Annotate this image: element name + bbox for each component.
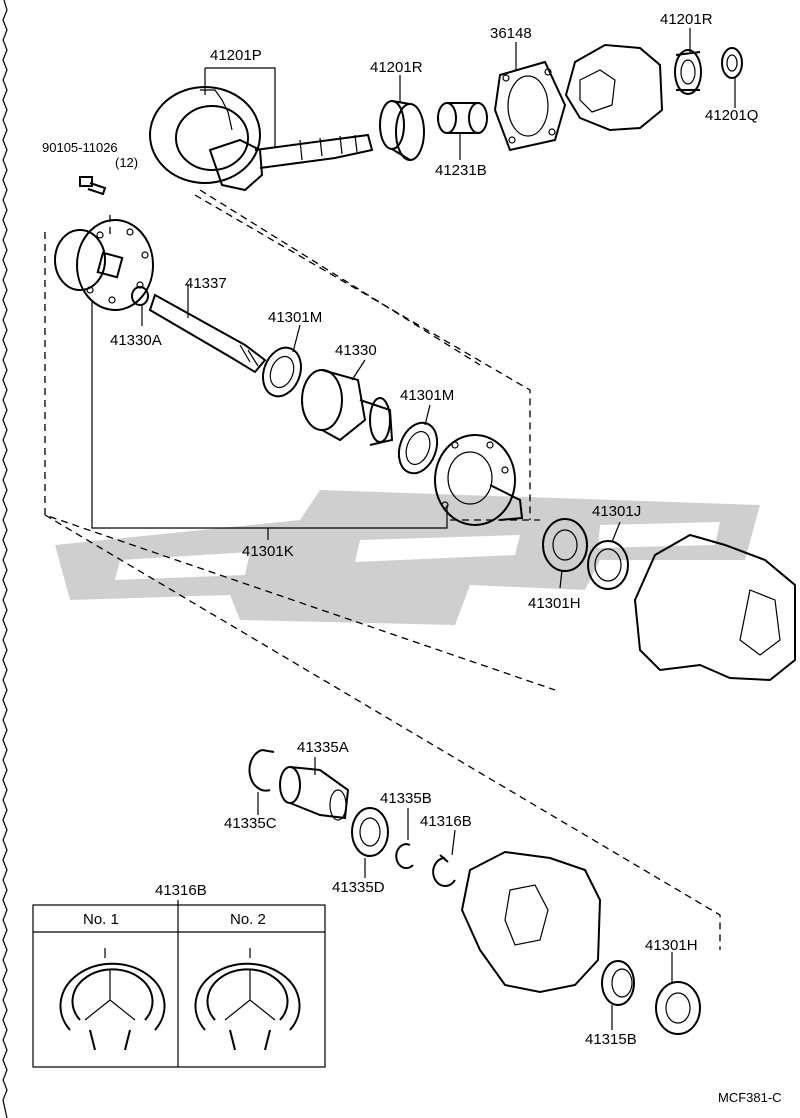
bearing-part-d	[351, 807, 389, 857]
part-label-41301H-middle: 41301H	[528, 595, 581, 612]
thrust-washer-part-b	[397, 421, 439, 475]
part-label-41335C: 41335C	[224, 815, 277, 832]
variant-label-no1: No. 1	[83, 911, 119, 928]
snap-ring-variant-no1	[59, 948, 166, 1051]
part-label-41330A: 41330A	[110, 332, 162, 349]
part-label-bolt-qty: (12)	[115, 155, 138, 170]
part-label-41301H-lower: 41301H	[645, 937, 698, 954]
leader-lines	[141, 28, 736, 1030]
part-label-bolt: 90105-11026	[42, 140, 118, 155]
plug-part	[601, 960, 635, 1006]
part-label-41201R-right: 41201R	[660, 11, 713, 28]
part-label-41301M-a: 41301M	[268, 309, 322, 326]
torn-page-edge	[2, 0, 8, 1118]
part-label-41330: 41330	[335, 342, 377, 359]
bearing-part-upper	[379, 100, 425, 161]
part-label-41301M-b: 41301M	[400, 387, 454, 404]
part-label-36148: 36148	[490, 25, 532, 42]
part-label-41335D: 41335D	[332, 879, 385, 896]
part-label-41316B-inset: 41316B	[155, 882, 207, 899]
part-label-41201Q: 41201Q	[705, 107, 758, 124]
gasket-part	[493, 60, 567, 152]
part-label-41337: 41337	[185, 275, 227, 292]
snap-ring-part	[131, 286, 149, 306]
spacer-part	[437, 102, 488, 134]
differential-case-right	[434, 434, 524, 526]
snap-ring-variants-inset: 41316B No. 1 No. 2	[32, 882, 326, 1068]
side-gear-part	[301, 369, 394, 446]
part-label-41335B: 41335B	[380, 790, 432, 807]
bolt-part	[79, 176, 107, 196]
part-label-41335A: 41335A	[297, 739, 349, 756]
diagram-code: MCF381-C	[718, 1090, 782, 1105]
differential-case-left	[54, 219, 154, 311]
snap-ring-variant-no2	[194, 948, 301, 1051]
transfer-case-lower	[460, 850, 602, 994]
variant-label-no2: No. 2	[230, 911, 266, 928]
watermark-logo	[55, 490, 760, 625]
bearing-part-lower	[655, 981, 701, 1035]
snap-ring-part-16b	[432, 854, 456, 887]
snap-ring-part-c	[248, 749, 275, 792]
part-label-41301K: 41301K	[242, 543, 294, 560]
thrust-washer-part-a	[262, 346, 302, 398]
case-dashed-link	[199, 189, 481, 366]
shaft-part-a	[279, 766, 350, 821]
seal-part	[721, 47, 743, 79]
part-label-41315B: 41315B	[585, 1031, 637, 1048]
part-label-41316B-a: 41316B	[420, 813, 472, 830]
snap-ring-part-b	[395, 843, 414, 870]
oil-seal-part	[587, 540, 629, 590]
shaft-part	[148, 293, 267, 374]
transfer-case-upper	[564, 43, 664, 132]
part-label-41201P: 41201P	[210, 47, 262, 64]
part-label-41301J: 41301J	[592, 503, 641, 520]
bearing-part-right	[674, 49, 702, 95]
transaxle-case-part	[633, 533, 796, 682]
assembly-bracket	[91, 300, 448, 529]
ring-gear-pinion-part	[149, 86, 374, 192]
assembly-dashed-outline-lower	[44, 514, 721, 950]
part-label-41231B: 41231B	[435, 162, 487, 179]
part-label-41201R-upper: 41201R	[370, 59, 423, 76]
bearing-part-middle	[542, 518, 588, 572]
